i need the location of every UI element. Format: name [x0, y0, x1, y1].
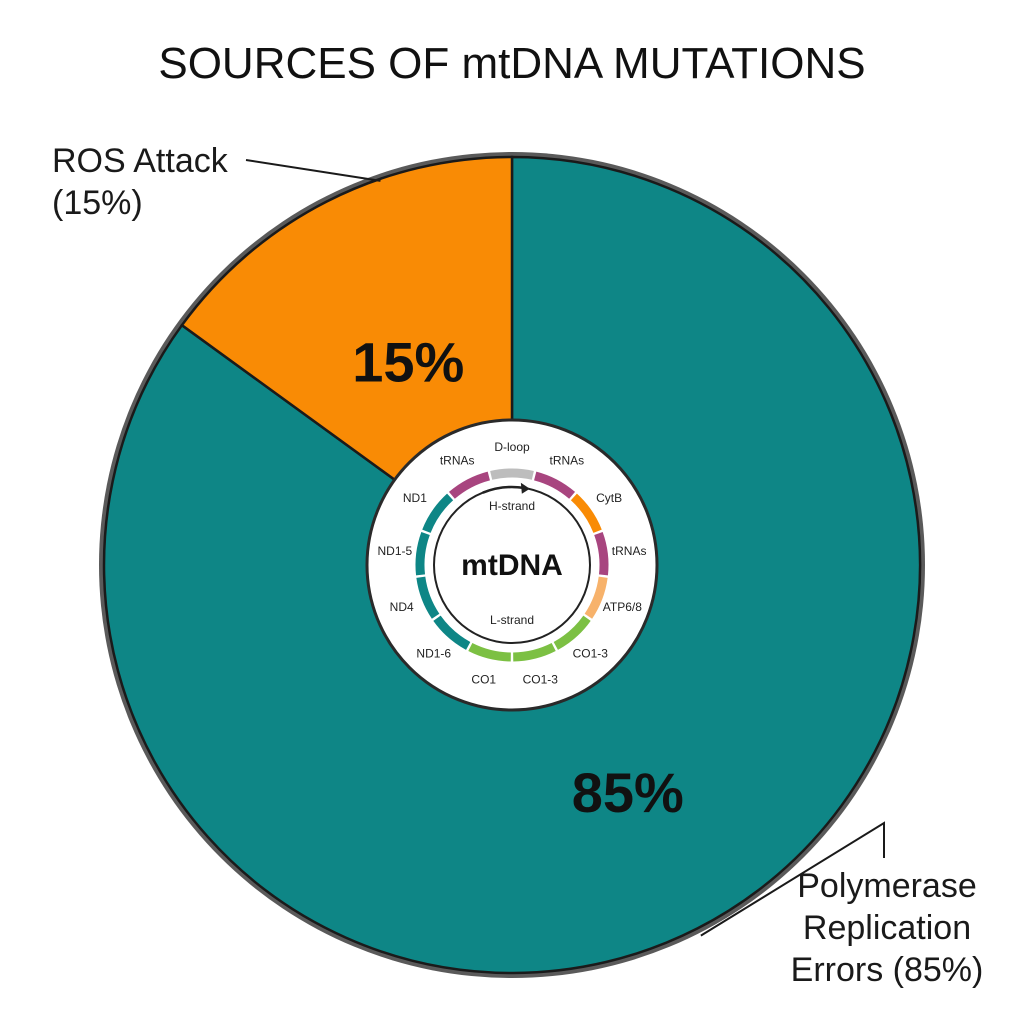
callout-label-line: Replication — [803, 909, 971, 947]
callout-label-line: Polymerase — [797, 867, 977, 905]
gene-segment-trnas — [533, 471, 576, 499]
gene-segment-d-loop — [490, 468, 534, 480]
leader-line — [245, 159, 381, 182]
gene-segment-nd1-5 — [415, 531, 430, 576]
gene-segment-co1-3 — [513, 642, 556, 662]
gene-label-trnas: tRNAs — [440, 454, 475, 468]
gene-segment-nd4 — [416, 576, 440, 619]
callout-ros-attack: ROS Attack (15%) — [52, 142, 381, 222]
callout-label-line: ROS Attack — [52, 142, 229, 180]
mtdna-map: D-looptRNAsCytBtRNAsATP6/8CO1-3CO1-3CO1N… — [365, 418, 659, 712]
gene-label-cytb: CytB — [596, 491, 622, 505]
gene-segment-co1 — [468, 642, 511, 662]
chart-title: SOURCES OF mtDNA MUTATIONS — [158, 39, 865, 88]
mtdna-center-label: mtDNA — [461, 549, 563, 582]
h-strand-arrow — [482, 485, 524, 494]
gene-label-nd1-5: ND1-5 — [378, 544, 413, 558]
gene-label-co1: CO1 — [471, 673, 496, 687]
slice-percent-label-polymerase: 85% — [572, 761, 684, 824]
l-strand-label: L-strand — [490, 613, 534, 627]
callout-label-line: (15%) — [52, 184, 143, 222]
gene-label-trnas: tRNAs — [612, 544, 647, 558]
gene-label-nd1: ND1 — [403, 491, 427, 505]
gene-segment-trnas — [448, 471, 491, 499]
gene-label-nd4: ND4 — [390, 600, 414, 614]
mtdna-disc — [365, 418, 659, 712]
slice-percent-label-ros-attack: 15% — [352, 330, 464, 393]
gene-segment-nd1 — [422, 493, 454, 534]
gene-segment-nd1-6 — [433, 615, 471, 650]
gene-segment-co1-3 — [553, 615, 591, 650]
leader-line — [700, 821, 885, 937]
h-strand-arrowhead — [520, 482, 530, 494]
gene-label-nd1-6: ND1-6 — [416, 646, 451, 660]
gene-label-co1-3: CO1-3 — [573, 646, 609, 660]
gene-label-co1-3: CO1-3 — [523, 673, 559, 687]
gene-segment-cytb — [570, 493, 602, 534]
gene-label-d-loop: D-loop — [494, 440, 530, 454]
h-strand-label: H-strand — [489, 499, 535, 513]
gene-label-trnas: tRNAs — [550, 454, 585, 468]
gene-segment-trnas — [594, 531, 609, 576]
gene-segment-atp6-8 — [584, 576, 608, 619]
gene-label-atp6-8: ATP6/8 — [603, 600, 642, 614]
callout-label-line: Errors (85%) — [791, 951, 984, 989]
